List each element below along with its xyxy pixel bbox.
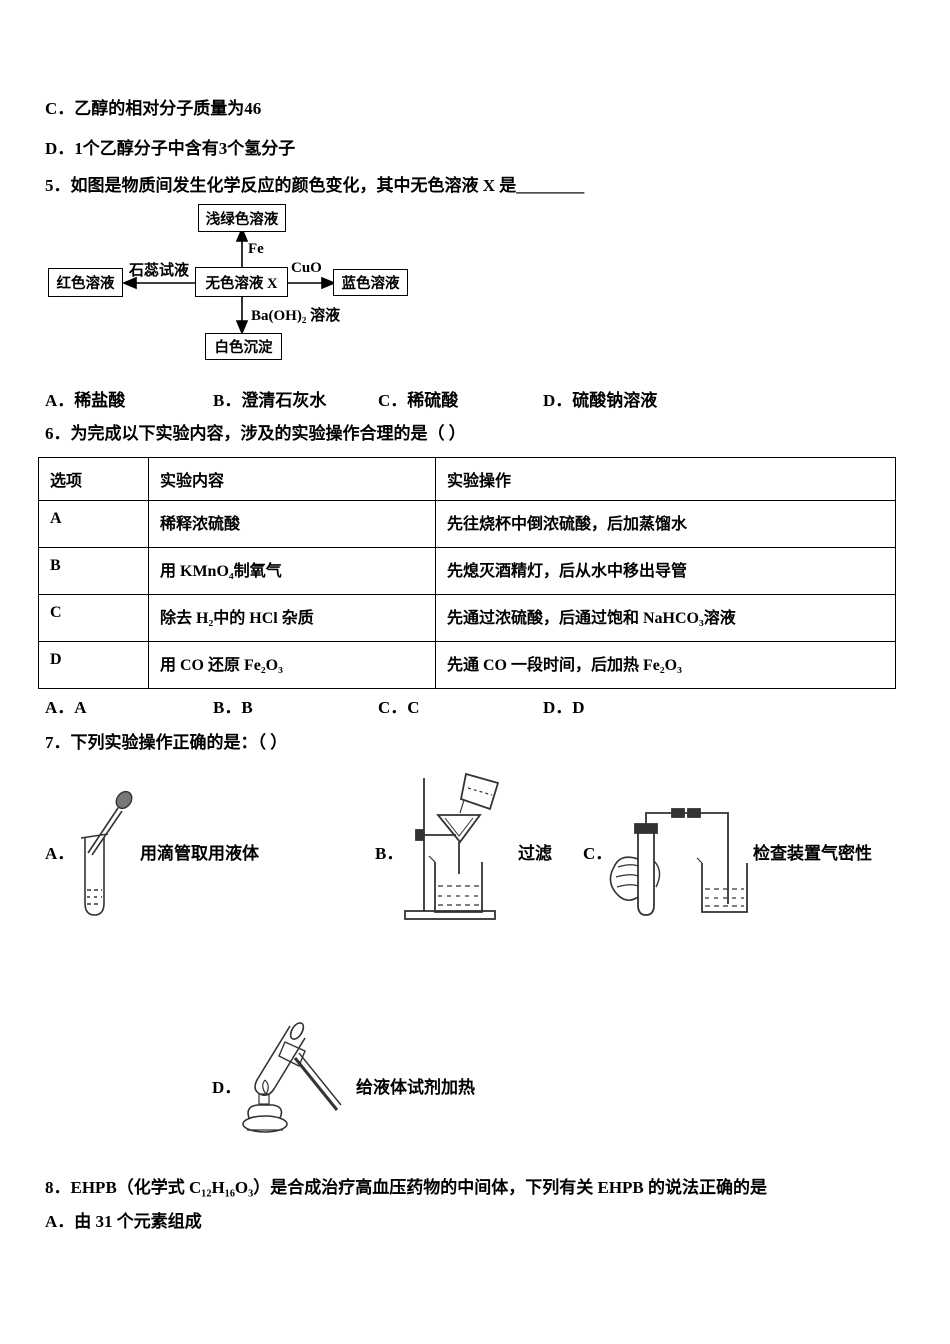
dropper-test-tube-figure <box>72 783 142 923</box>
q6-b-operation: 先熄灭酒精灯，后从水中移出导管 <box>435 547 896 595</box>
question-8-stem: 8．EHPB（化学式 C₁₂H₁₆O₃）是合成治疗高血压药物的中间体，下列有关 … <box>45 1178 768 1197</box>
q6-table: 选项 实验内容 实验操作 A 稀释浓硫酸 先往烧杯中倒浓硫酸，后加蒸馏水 B 用… <box>38 457 896 689</box>
filtration-icon <box>404 772 500 920</box>
question-5-stem: 5．如图是物质间发生化学反应的颜色变化，其中无色溶液 X 是________ <box>45 176 585 195</box>
q7-label-d: D． <box>212 1078 242 1097</box>
heating-liquid-icon <box>242 1022 342 1133</box>
diagram-label-litmus: 石蕊试液 <box>129 263 190 279</box>
q5-option-b: B．澄清石灰水 <box>213 391 327 410</box>
q6-a-content: 稀释浓硫酸 <box>148 500 436 548</box>
q6-header-content: 实验内容 <box>148 457 436 501</box>
q6-b-content: 用 KMnO₄制氧气 <box>148 547 436 595</box>
q6-header-option: 选项 <box>38 457 149 501</box>
q6-c-operation: 先通过浓硫酸，后通过饱和 NaHCO₃溶液 <box>435 594 896 642</box>
q5-option-c: C．稀硫酸 <box>378 391 459 410</box>
q6-option-d: D．D <box>543 698 585 717</box>
q7-caption-b: 过滤 <box>518 844 552 863</box>
q7-label-a: A． <box>45 844 75 863</box>
q6-a-option: A <box>38 500 149 548</box>
q6-table-header-row: 选项 实验内容 实验操作 <box>38 457 896 501</box>
prev-option-d: D．1个乙醇分子中含有3个氢分子 <box>45 139 296 158</box>
diagram-box-colorless-solution-x: 无色溶液 X <box>195 267 288 297</box>
q6-d-content: 用 CO 还原 Fe₂O₃ <box>148 641 436 689</box>
question-7-stem: 7．下列实验操作正确的是：（ ） <box>45 733 288 752</box>
q7-caption-a: 用滴管取用液体 <box>140 844 259 863</box>
diagram-box-red-solution: 红色溶液 <box>48 268 123 297</box>
diagram-box-blue-solution: 蓝色溶液 <box>333 269 408 296</box>
dropper-test-tube-icon <box>80 790 133 916</box>
heating-liquid-figure <box>233 1018 353 1143</box>
q6-c-option: C <box>38 594 149 642</box>
q6-table-row-b: B 用 KMnO₄制氧气 先熄灭酒精灯，后从水中移出导管 <box>38 547 896 595</box>
q6-d-operation: 先通 CO 一段时间，后加热 Fe₂O₃ <box>435 641 896 689</box>
filtration-figure <box>398 770 503 925</box>
q5-option-d: D．硫酸钠溶液 <box>543 391 658 410</box>
gas-tightness-icon <box>609 808 748 916</box>
q6-table-row-d: D 用 CO 还原 Fe₂O₃ 先通 CO 一段时间，后加热 Fe₂O₃ <box>38 641 896 689</box>
q6-option-b: B．B <box>213 698 253 717</box>
q5-option-a: A．稀盐酸 <box>45 391 126 410</box>
diagram-label-fe: Fe <box>248 241 264 257</box>
q6-d-option: D <box>38 641 149 689</box>
question-6-stem: 6．为完成以下实验内容，涉及的实验操作合理的是（ ） <box>45 424 466 443</box>
diagram-label-cuo: CuO <box>291 260 322 276</box>
prev-option-c: C．乙醇的相对分子质量为46 <box>45 99 262 118</box>
q6-option-a: A．A <box>45 698 87 717</box>
diagram-box-white-precipitate: 白色沉淀 <box>205 333 282 360</box>
q6-option-c: C．C <box>378 698 420 717</box>
q8-option-a: A．由 31 个元素组成 <box>45 1212 202 1231</box>
q7-label-b: B． <box>375 844 404 863</box>
diagram-box-light-green-solution: 浅绿色溶液 <box>198 204 286 232</box>
q7-caption-d: 给液体试剂加热 <box>356 1078 475 1097</box>
q7-label-c: C． <box>583 844 613 863</box>
q6-table-row-c: C 除去 H₂中的 HCl 杂质 先通过浓硫酸，后通过饱和 NaHCO₃溶液 <box>38 594 896 642</box>
q6-b-option: B <box>38 547 149 595</box>
diagram-label-baoh2: Ba(OH)₂ 溶液 <box>251 308 341 324</box>
q6-table-row-a: A 稀释浓硫酸 先往烧杯中倒浓硫酸，后加蒸馏水 <box>38 500 896 548</box>
q7-caption-c: 检查装置气密性 <box>753 844 872 863</box>
q6-c-content: 除去 H₂中的 HCl 杂质 <box>148 594 436 642</box>
gas-tightness-figure <box>602 793 752 928</box>
q6-a-operation: 先往烧杯中倒浓硫酸，后加蒸馏水 <box>435 500 896 548</box>
q6-header-operation: 实验操作 <box>435 457 896 501</box>
